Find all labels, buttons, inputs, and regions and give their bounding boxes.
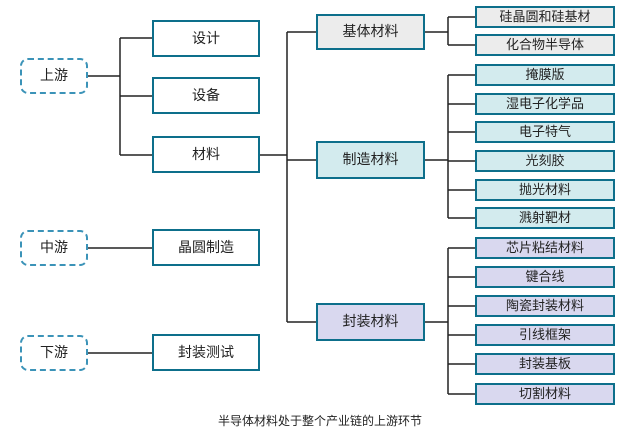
leaf-bonding-wire: 键合线 xyxy=(475,266,615,288)
leaf-photoresist: 光刻胶 xyxy=(475,150,615,172)
leaf-ceramic-package: 陶瓷封装材料 xyxy=(475,295,615,317)
diagram-caption: 半导体材料处于整个产业链的上游环节 xyxy=(217,414,422,428)
leaf-silicon-wafer: 硅晶圆和硅基材 xyxy=(475,6,615,28)
leaf-compound-semiconductor: 化合物半导体 xyxy=(475,34,615,56)
leaf-photomask: 掩膜版 xyxy=(475,64,615,86)
stage-upstream: 上游 xyxy=(20,58,88,94)
category-packaging-materials: 封装材料 xyxy=(316,303,425,341)
node-wafer-fab: 晶圆制造 xyxy=(152,229,260,266)
category-base-materials: 基体材料 xyxy=(316,14,425,50)
node-packaging-test: 封装测试 xyxy=(152,334,260,371)
node-materials: 材料 xyxy=(152,136,260,173)
stage-midstream: 中游 xyxy=(20,230,88,266)
leaf-specialty-gases: 电子特气 xyxy=(475,121,615,143)
leaf-dicing-materials: 切割材料 xyxy=(475,383,615,405)
leaf-sputtering-targets: 溅射靶材 xyxy=(475,207,615,229)
leaf-die-attach: 芯片粘结材料 xyxy=(475,237,615,259)
leaf-wet-chemicals: 湿电子化学品 xyxy=(475,93,615,115)
node-design: 设计 xyxy=(152,20,260,57)
node-equipment: 设备 xyxy=(152,77,260,114)
leaf-lead-frame: 引线框架 xyxy=(475,324,615,346)
leaf-package-substrate: 封装基板 xyxy=(475,353,615,375)
stage-downstream: 下游 xyxy=(20,335,88,371)
leaf-polishing-materials: 抛光材料 xyxy=(475,179,615,201)
category-manufacturing-materials: 制造材料 xyxy=(316,141,425,179)
